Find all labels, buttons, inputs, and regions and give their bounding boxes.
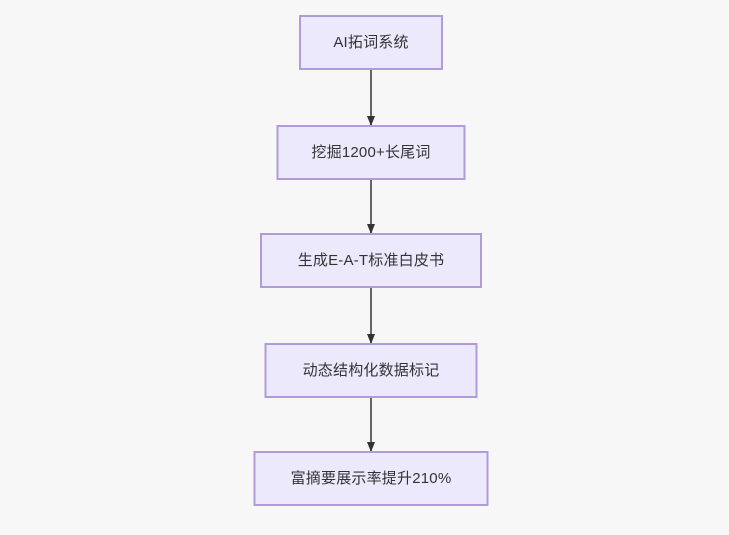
flow-node-n3[interactable]: 生成E-A-T标准白皮书 bbox=[260, 233, 482, 288]
flow-node-label: 动态结构化数据标记 bbox=[302, 361, 440, 379]
flow-node-label: AI拓词系统 bbox=[333, 33, 409, 51]
flow-node-label: 富摘要展示率提升210% bbox=[290, 469, 452, 487]
flow-node-label: 生成E-A-T标准白皮书 bbox=[297, 251, 445, 269]
flow-node-n2[interactable]: 挖掘1200+长尾词 bbox=[276, 125, 466, 180]
flow-node-n1[interactable]: AI拓词系统 bbox=[299, 15, 443, 70]
flow-node-label: 挖掘1200+长尾词 bbox=[311, 143, 431, 161]
flow-node-n4[interactable]: 动态结构化数据标记 bbox=[264, 343, 478, 398]
flow-node-n5[interactable]: 富摘要展示率提升210% bbox=[253, 451, 489, 506]
